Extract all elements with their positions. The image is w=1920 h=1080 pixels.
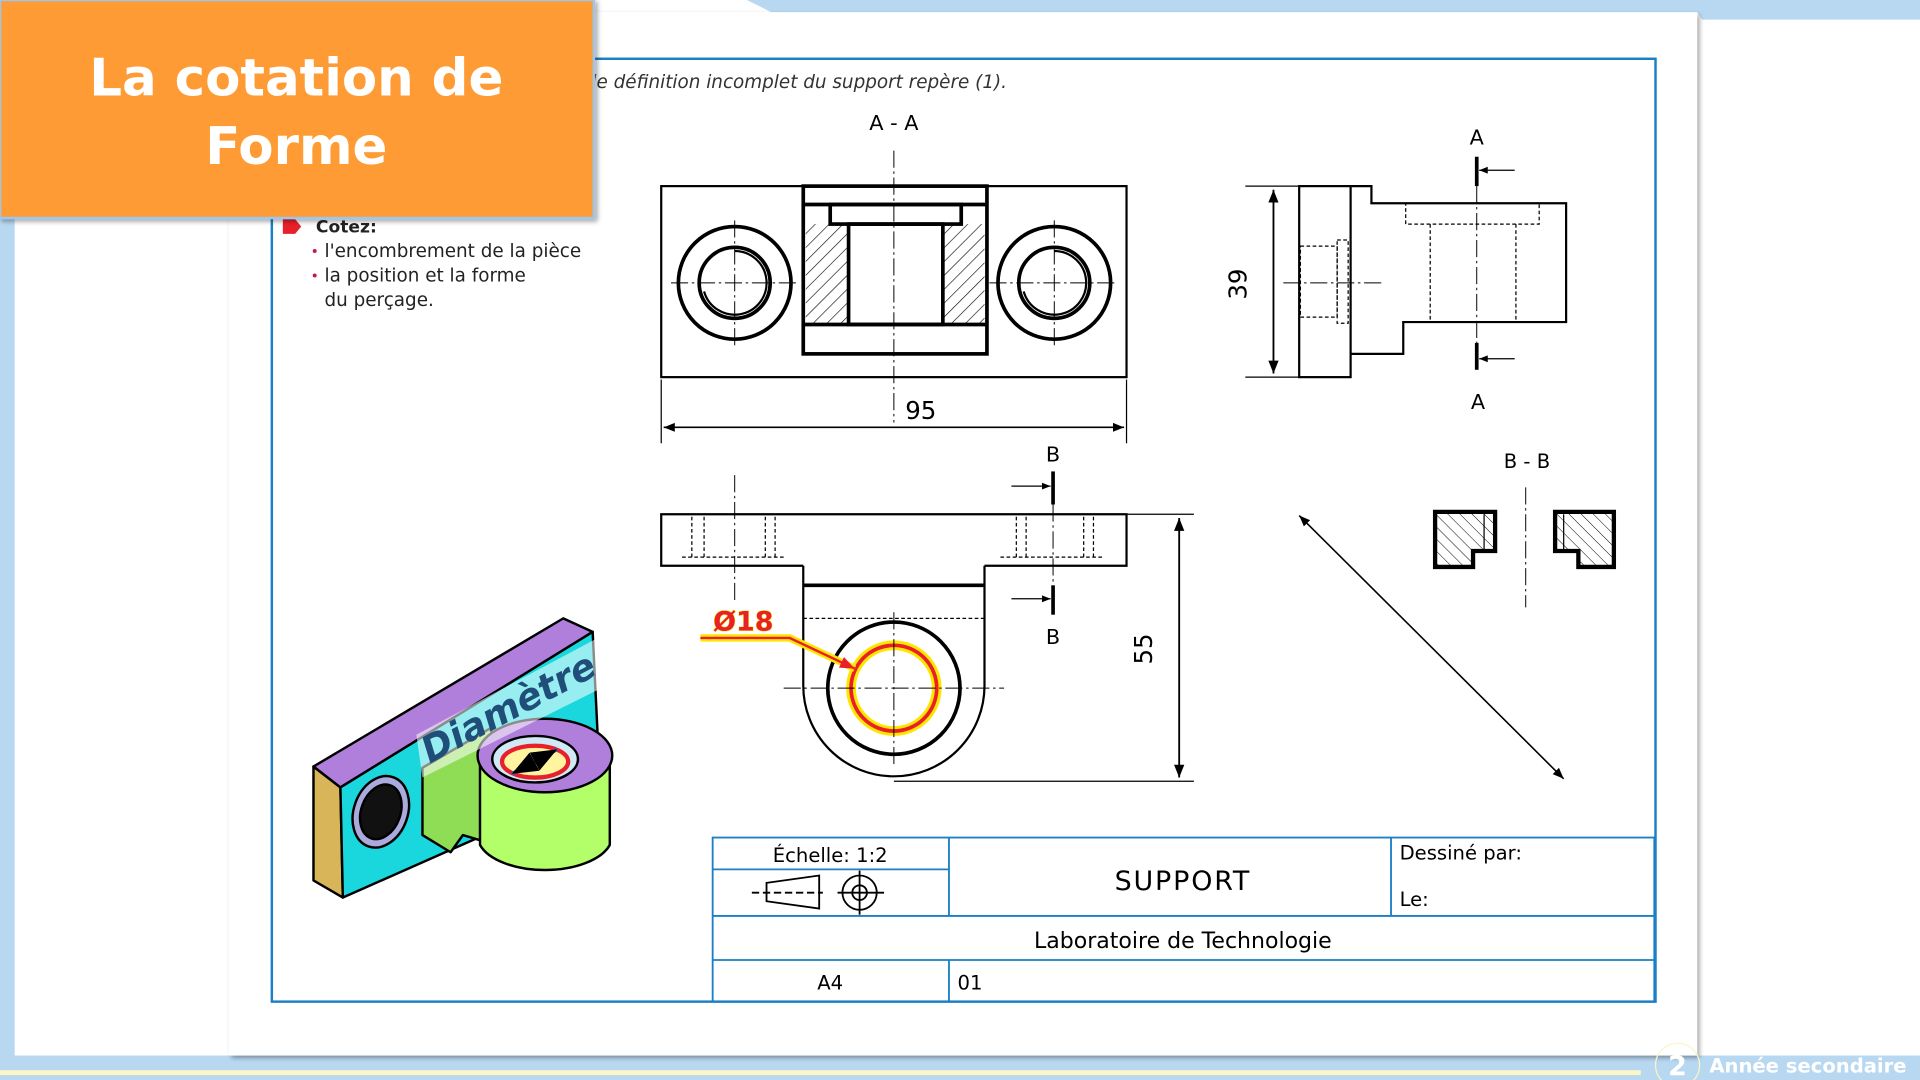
projection-symbol-icon — [751, 870, 885, 915]
dimension-39: 39 — [1224, 269, 1253, 300]
scale-label: Échelle: 1:2 — [773, 844, 888, 867]
drawn-by-label: Dessiné par: — [1400, 842, 1522, 865]
part-name: SUPPORT — [1115, 866, 1252, 897]
projection-arrow — [1298, 514, 1565, 780]
paper-format: A4 — [817, 971, 843, 994]
footer-level: 2 Année secondaire — [1654, 1042, 1907, 1080]
section-b-top-label: B — [1046, 443, 1060, 467]
task-heading: Cotez: — [316, 218, 377, 238]
section-a-bottom-label: A — [1471, 390, 1486, 414]
banner-title-line1: La cotation de — [89, 49, 503, 109]
dimension-95: 95 — [905, 396, 936, 425]
bullet-dot — [312, 273, 317, 278]
bullet-dot — [312, 249, 317, 253]
section-bb-label: B - B — [1504, 450, 1550, 473]
bottom-yellow-line — [0, 1070, 1641, 1076]
task-item: la position et la forme — [324, 266, 525, 287]
title-block: Échelle: 1:2 SUPPORT Dessiné par: Le: La… — [711, 836, 1656, 1003]
task-item: l'encombrement de la pièce — [324, 241, 581, 262]
task-item: du perçage. — [324, 290, 433, 311]
isometric-view: Diamètre — [312, 617, 614, 899]
top-blue-band — [746, 0, 1920, 20]
level-number: 2 — [1668, 1051, 1687, 1080]
section-aa-label: A - A — [869, 111, 919, 135]
bullet-marker-icon — [282, 219, 302, 234]
school-name: Laboratoire de Technologie — [1034, 929, 1332, 954]
dimension-diameter-18: Ø18 — [713, 607, 773, 638]
section-view-aa: A - A 95 — [660, 111, 1128, 444]
left-blue-strip — [0, 0, 15, 1056]
title-banner: La cotation de Forme — [0, 0, 596, 220]
date-label: Le: — [1400, 888, 1429, 911]
level-text: Année secondaire — [1709, 1055, 1906, 1078]
side-view: 39 A A — [1224, 125, 1568, 414]
dimension-55: 55 — [1129, 633, 1158, 664]
drawing-number: 01 — [958, 971, 983, 994]
section-view-bb: B - B — [1432, 450, 1617, 608]
bottom-blue-band — [0, 1055, 1920, 1080]
top-view: 55 B B Ø18 — [660, 443, 1194, 782]
instruction-text: le définition incomplet du support repèr… — [591, 72, 1007, 93]
section-a-top-label: A — [1470, 125, 1485, 149]
section-b-bottom-label: B — [1046, 625, 1060, 649]
banner-title-line2: Forme — [205, 117, 387, 177]
